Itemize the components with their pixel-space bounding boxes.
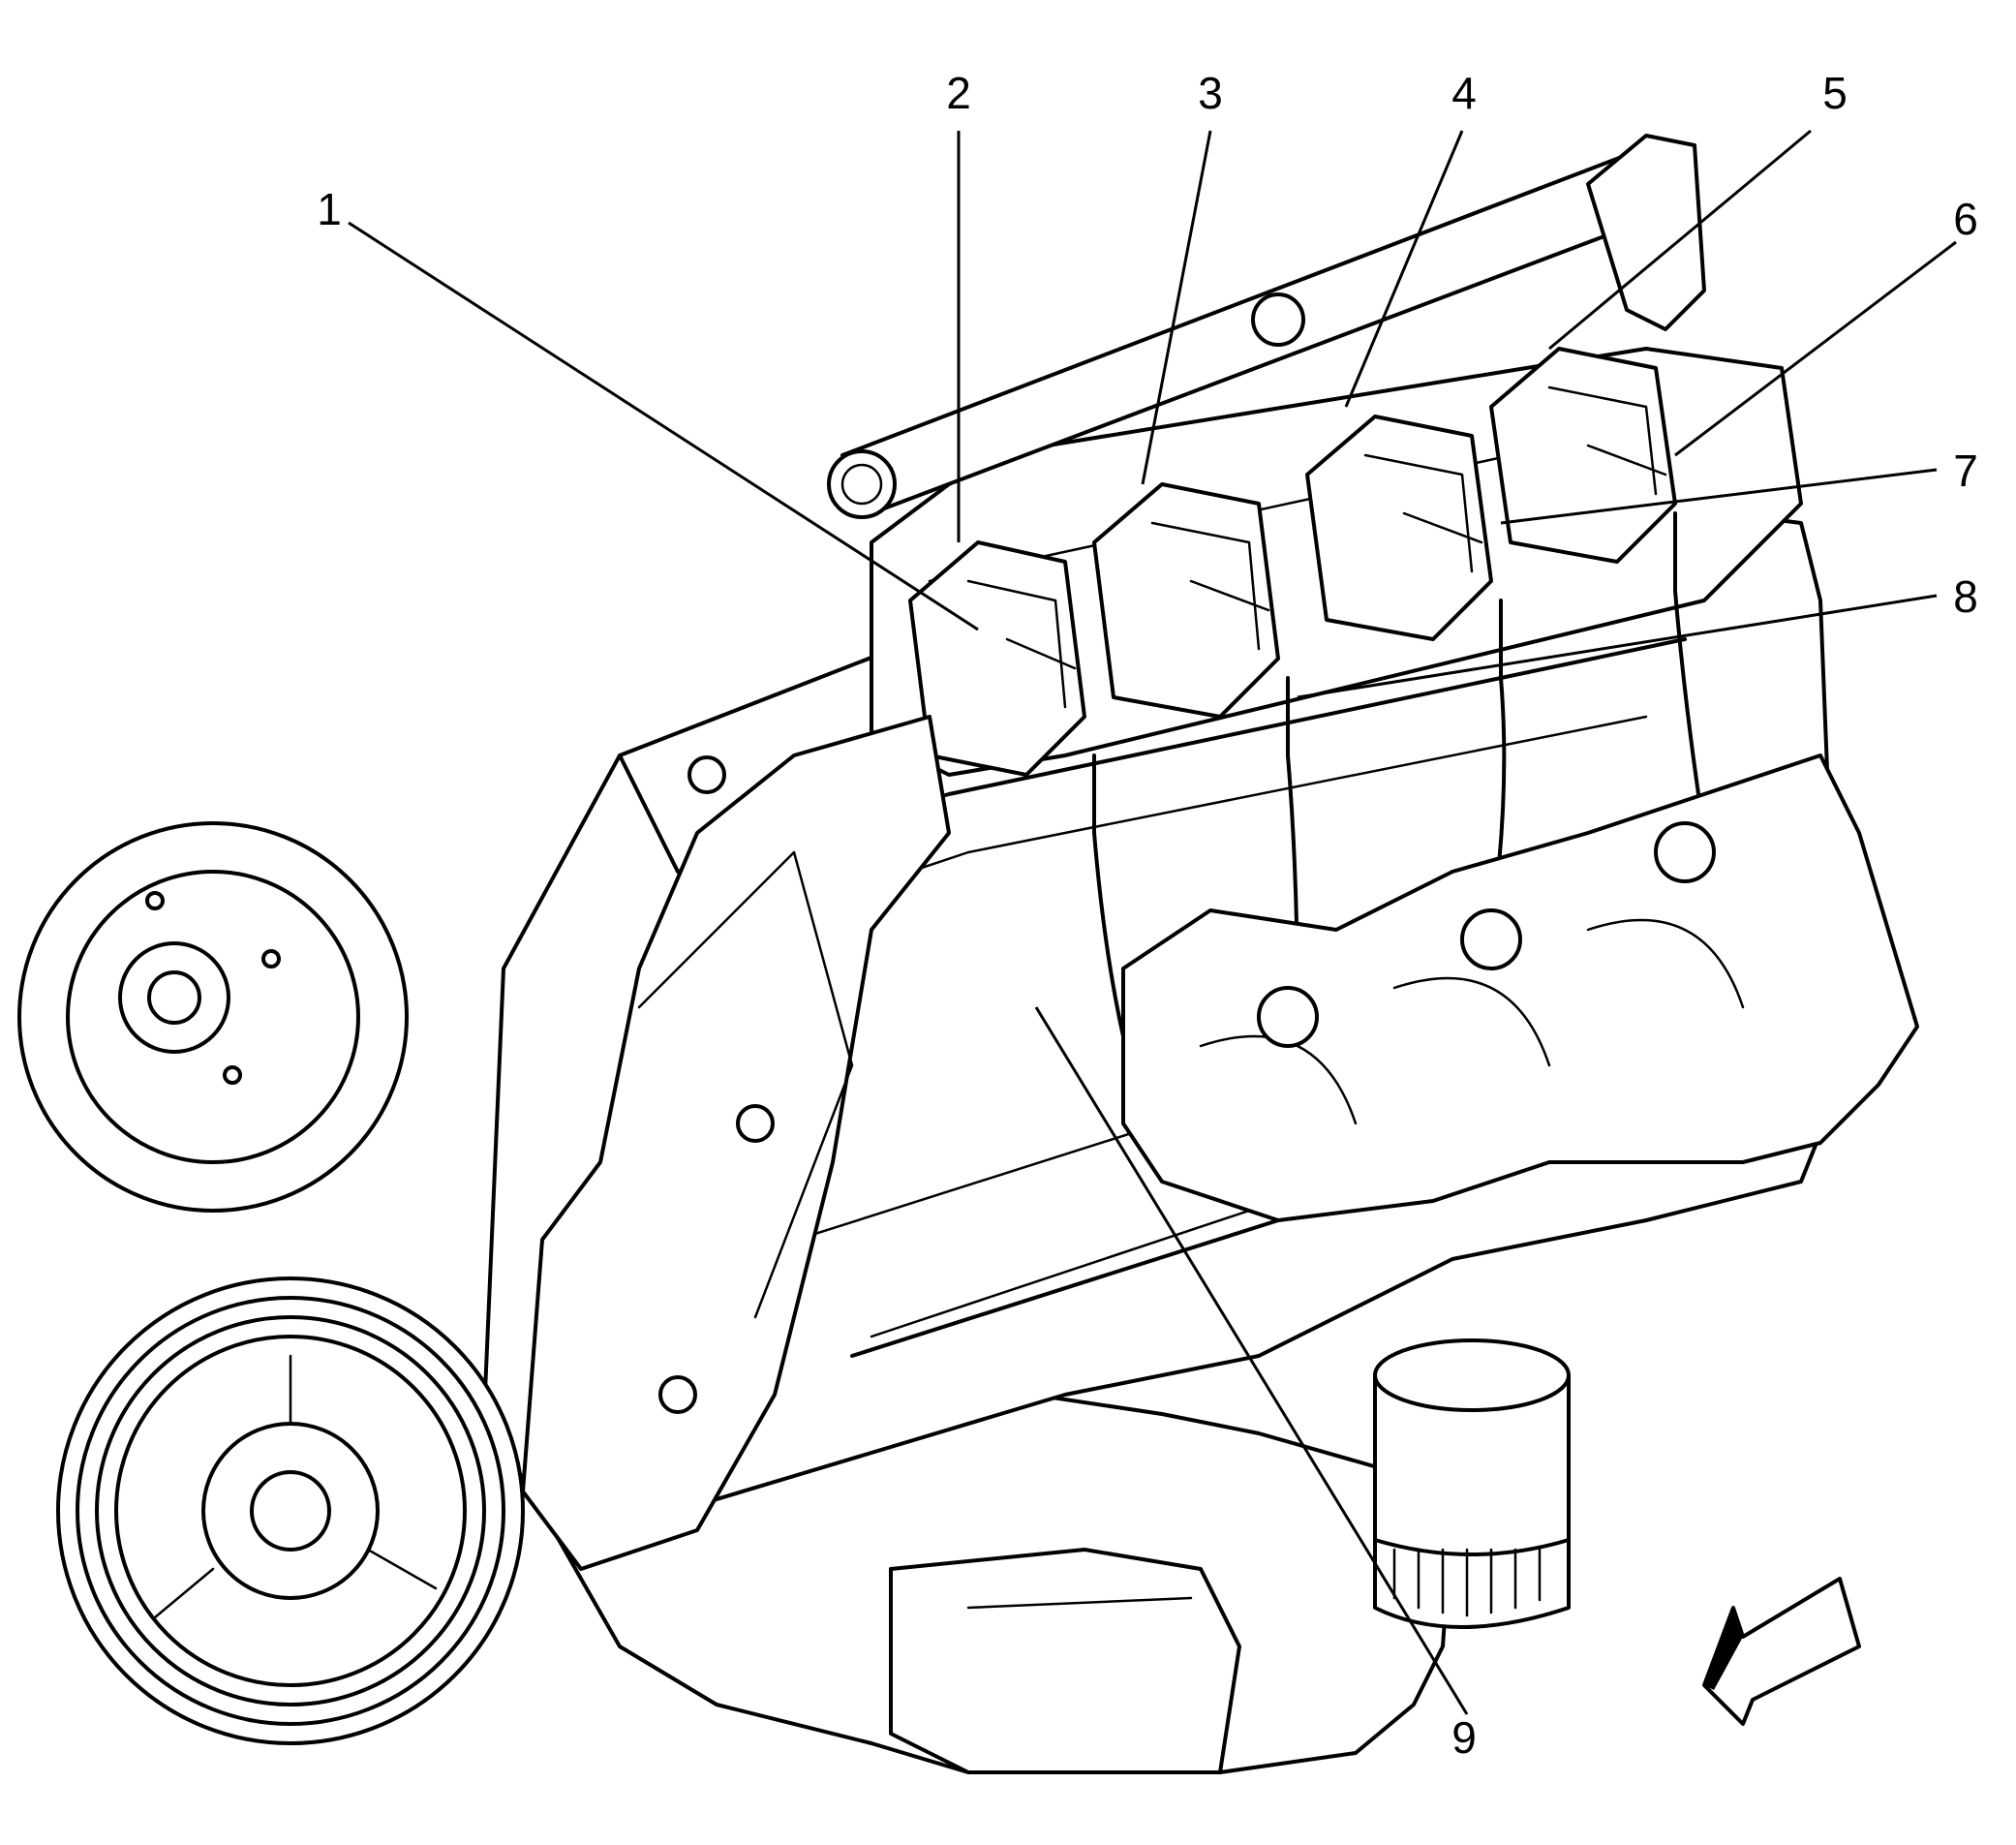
water-pump-pulley (17, 821, 409, 1213)
callout-3: 3 (1198, 68, 1223, 118)
callout-labels: 1 2 3 4 5 6 7 8 9 (317, 68, 1978, 1763)
ignition-coil-3 (1305, 415, 1493, 641)
accessory-bracket (521, 715, 951, 1571)
oil-filter (1373, 1338, 1571, 1629)
crankshaft-balancer (56, 1276, 525, 1745)
callout-4: 4 (1451, 68, 1477, 118)
ignition-coil-4 (1489, 347, 1677, 564)
callout-2: 2 (946, 68, 971, 118)
callout-8: 8 (1953, 571, 1978, 622)
callout-1: 1 (317, 184, 342, 234)
front-of-vehicle-arrow (1702, 1577, 1861, 1726)
ignition-coil-2 (1092, 482, 1280, 719)
callout-leaders (348, 129, 1957, 1715)
callout-6: 6 (1953, 194, 1978, 244)
ignition-coil-1 (908, 540, 1086, 777)
callout-7: 7 (1953, 446, 1978, 496)
fuel-rail (827, 134, 1706, 519)
callout-9: 9 (1451, 1712, 1477, 1763)
callout-5: 5 (1822, 68, 1848, 118)
exhaust-manifold (1121, 753, 1919, 1222)
